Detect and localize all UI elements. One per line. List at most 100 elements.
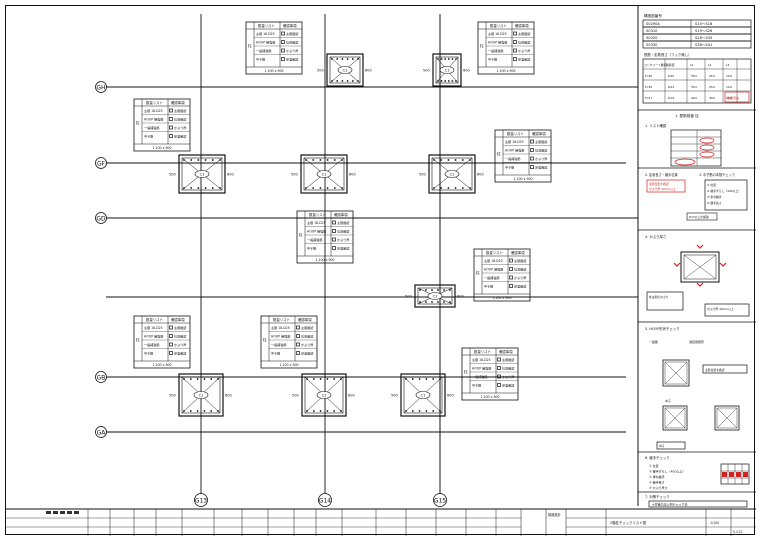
- drawing-table-cell: S0320: [646, 36, 658, 40]
- checklist-gb-13-row-right: 位置確認: [174, 334, 186, 339]
- section5-title: 5. HOOP形状チェック: [645, 326, 680, 331]
- checklist-gf-13-footer: 1,100 x 900: [152, 146, 171, 150]
- column-gb-14-mark: [316, 391, 332, 399]
- concrete-cell: 10d: [726, 96, 732, 100]
- checklist-gd-15-row-left: 中子筋: [484, 284, 493, 289]
- panel-mini-checklist: [670, 129, 722, 167]
- checklist-gd-15-row-right: 位置確認: [514, 267, 526, 272]
- hoop-caption: 一般筋: [649, 339, 658, 344]
- column-gf-13-rebar: [183, 187, 185, 189]
- checklist-gb-13-footer: 1,100 x 900: [152, 363, 171, 367]
- column-gh-15-rebar: [455, 80, 457, 82]
- column-gd-15-rebar: [443, 289, 445, 291]
- column-gb-15-rebar: [411, 410, 414, 412]
- column-gf-14-rebar: [333, 159, 336, 161]
- column-gb-15-rebar: [432, 378, 435, 380]
- checklist-gd-14-row-left: HOOP 補強筋: [307, 229, 326, 234]
- column-gb-13-rebar: [217, 410, 219, 412]
- checklist-gh-14-checkbox: [281, 48, 285, 53]
- mini-frame: [670, 129, 722, 167]
- column-gh-15-mark-label: C1: [445, 69, 450, 73]
- checklist-gb-13-row-right: 主筋確認: [174, 325, 186, 330]
- column-gf-15: C1 500 600: [419, 154, 484, 194]
- column-gf-15-rebar: [447, 159, 450, 161]
- column-gh-14-rebar: [331, 80, 333, 82]
- checklist-gd-15-row-right: かぶり厚: [514, 275, 526, 280]
- hoop-b-in: [664, 407, 686, 429]
- checklist-gb-14-row-right: 定着確認: [301, 351, 313, 356]
- red-note: 確認済み: [727, 95, 739, 100]
- column-gb-14-rebar: [312, 410, 315, 412]
- column-gb-13-rebar: [183, 378, 185, 380]
- checklist-gd-14-row-right: かぶり厚: [337, 237, 349, 242]
- axis-bubble-g14: [318, 493, 332, 507]
- column-gf-15-dim-right: 600: [477, 173, 484, 177]
- column-gb-13-inner: [181, 376, 221, 414]
- column-gb-14-mark-label: C1: [322, 394, 327, 398]
- section3-title: 3. 中子筋の本数チェック: [699, 172, 735, 177]
- checklist-gd-14-row-right: 主筋確認: [337, 220, 349, 225]
- checklist-gh-14-row-right: かぶり厚: [286, 48, 298, 53]
- column-gh-14-inner: [329, 56, 361, 84]
- concrete-cell: 35d: [691, 85, 697, 89]
- concrete-cell: 10d: [726, 85, 732, 89]
- checklist-gb-15-head-right: 確認事項: [499, 349, 513, 354]
- drawing-table-cell: S36～S41: [695, 43, 712, 47]
- concrete-head: コンクリート種別: [644, 63, 667, 67]
- column-gb-14-rebar: [326, 378, 329, 380]
- checklist-gb-14-row-left: 一般補強筋: [271, 342, 286, 347]
- checklist-gf-15-head-right: 確認事項: [532, 131, 546, 136]
- column-gh-14-rebar: [341, 80, 344, 82]
- axis-label-gh: GH: [96, 84, 105, 91]
- spec-box: [704, 179, 748, 211]
- column-gf-15-dim-left: 500: [419, 173, 426, 177]
- checklist-gb-15-row-left: 一般補強筋: [472, 374, 487, 379]
- column-gd-15-inner: [417, 287, 453, 305]
- column-gf-13-rebar: [219, 187, 221, 189]
- red-text: かぶり厚 40mm以上: [649, 187, 676, 191]
- spec-text: ② 継手ずらし（400以上）: [707, 189, 741, 193]
- column-gh-15-mark: [439, 66, 455, 74]
- checklist-gh-15-row-right: 定着確認: [518, 57, 530, 62]
- section6-title: 6. 継手チェック: [645, 455, 670, 460]
- concrete-head: 鉄筋径: [666, 63, 675, 67]
- drawing-title: 2階柱チェックリスト図: [610, 520, 647, 525]
- title-mark: [53, 511, 58, 514]
- red-note-box: [724, 91, 750, 103]
- column-gh-14-mark-label: C1: [343, 69, 348, 73]
- checklist-gd-14-head-right: 確認事項: [334, 212, 348, 217]
- axis-label-g14: G14: [319, 498, 331, 505]
- column-gb-14-rebar: [306, 410, 308, 412]
- column-gf-14-rebar: [326, 159, 329, 161]
- column-gf-13-rebar: [197, 159, 200, 161]
- checklist-gb-13-checkbox: [169, 351, 173, 355]
- column-gd-15-rebar: [419, 289, 421, 291]
- column-gf-15-mark-label: C1: [450, 173, 455, 177]
- column-gf-15-rebar: [440, 159, 443, 161]
- checklist-gf-15-checkbox: [530, 139, 534, 144]
- checklist-gb-13-head-left: 数量リスト: [146, 317, 163, 322]
- concrete-cell: Fc27: [645, 96, 652, 100]
- countermeasure-text: ※対策の記入例チェック表: [652, 502, 688, 507]
- column-gb-15-rebar: [405, 378, 407, 380]
- column-gb-13-rebar: [210, 378, 213, 380]
- column-gb-15-rebar: [425, 410, 428, 412]
- column-gb-14-rebar: [340, 410, 342, 412]
- joint-red-cell: [729, 472, 734, 477]
- checklist-gb-15-row-left: 主筋 18-D25: [472, 357, 491, 362]
- axis-label-gf: GF: [97, 160, 106, 167]
- checklist-gb-15-checkbox: [497, 383, 501, 387]
- column-gb-15-dim-left: 500: [391, 394, 398, 398]
- checklist-gb-15-checkbox: [497, 357, 501, 362]
- column-gf-13-rebar: [190, 159, 193, 161]
- checklist-gb-14-frame: [260, 315, 318, 369]
- checklist-gd-14-head-left: 数量リスト: [309, 212, 326, 217]
- checklist-gd-15-checkbox: [509, 267, 513, 271]
- column-gh-15-rebar: [437, 80, 439, 82]
- column-gb-15-mark: [415, 391, 431, 399]
- checklist-gb-14-row-left: 中子筋: [271, 351, 280, 356]
- checklist-gb-14-row-left: 主筋 18-D25: [271, 325, 290, 330]
- drawing-table-cell: S19～S26: [695, 29, 713, 33]
